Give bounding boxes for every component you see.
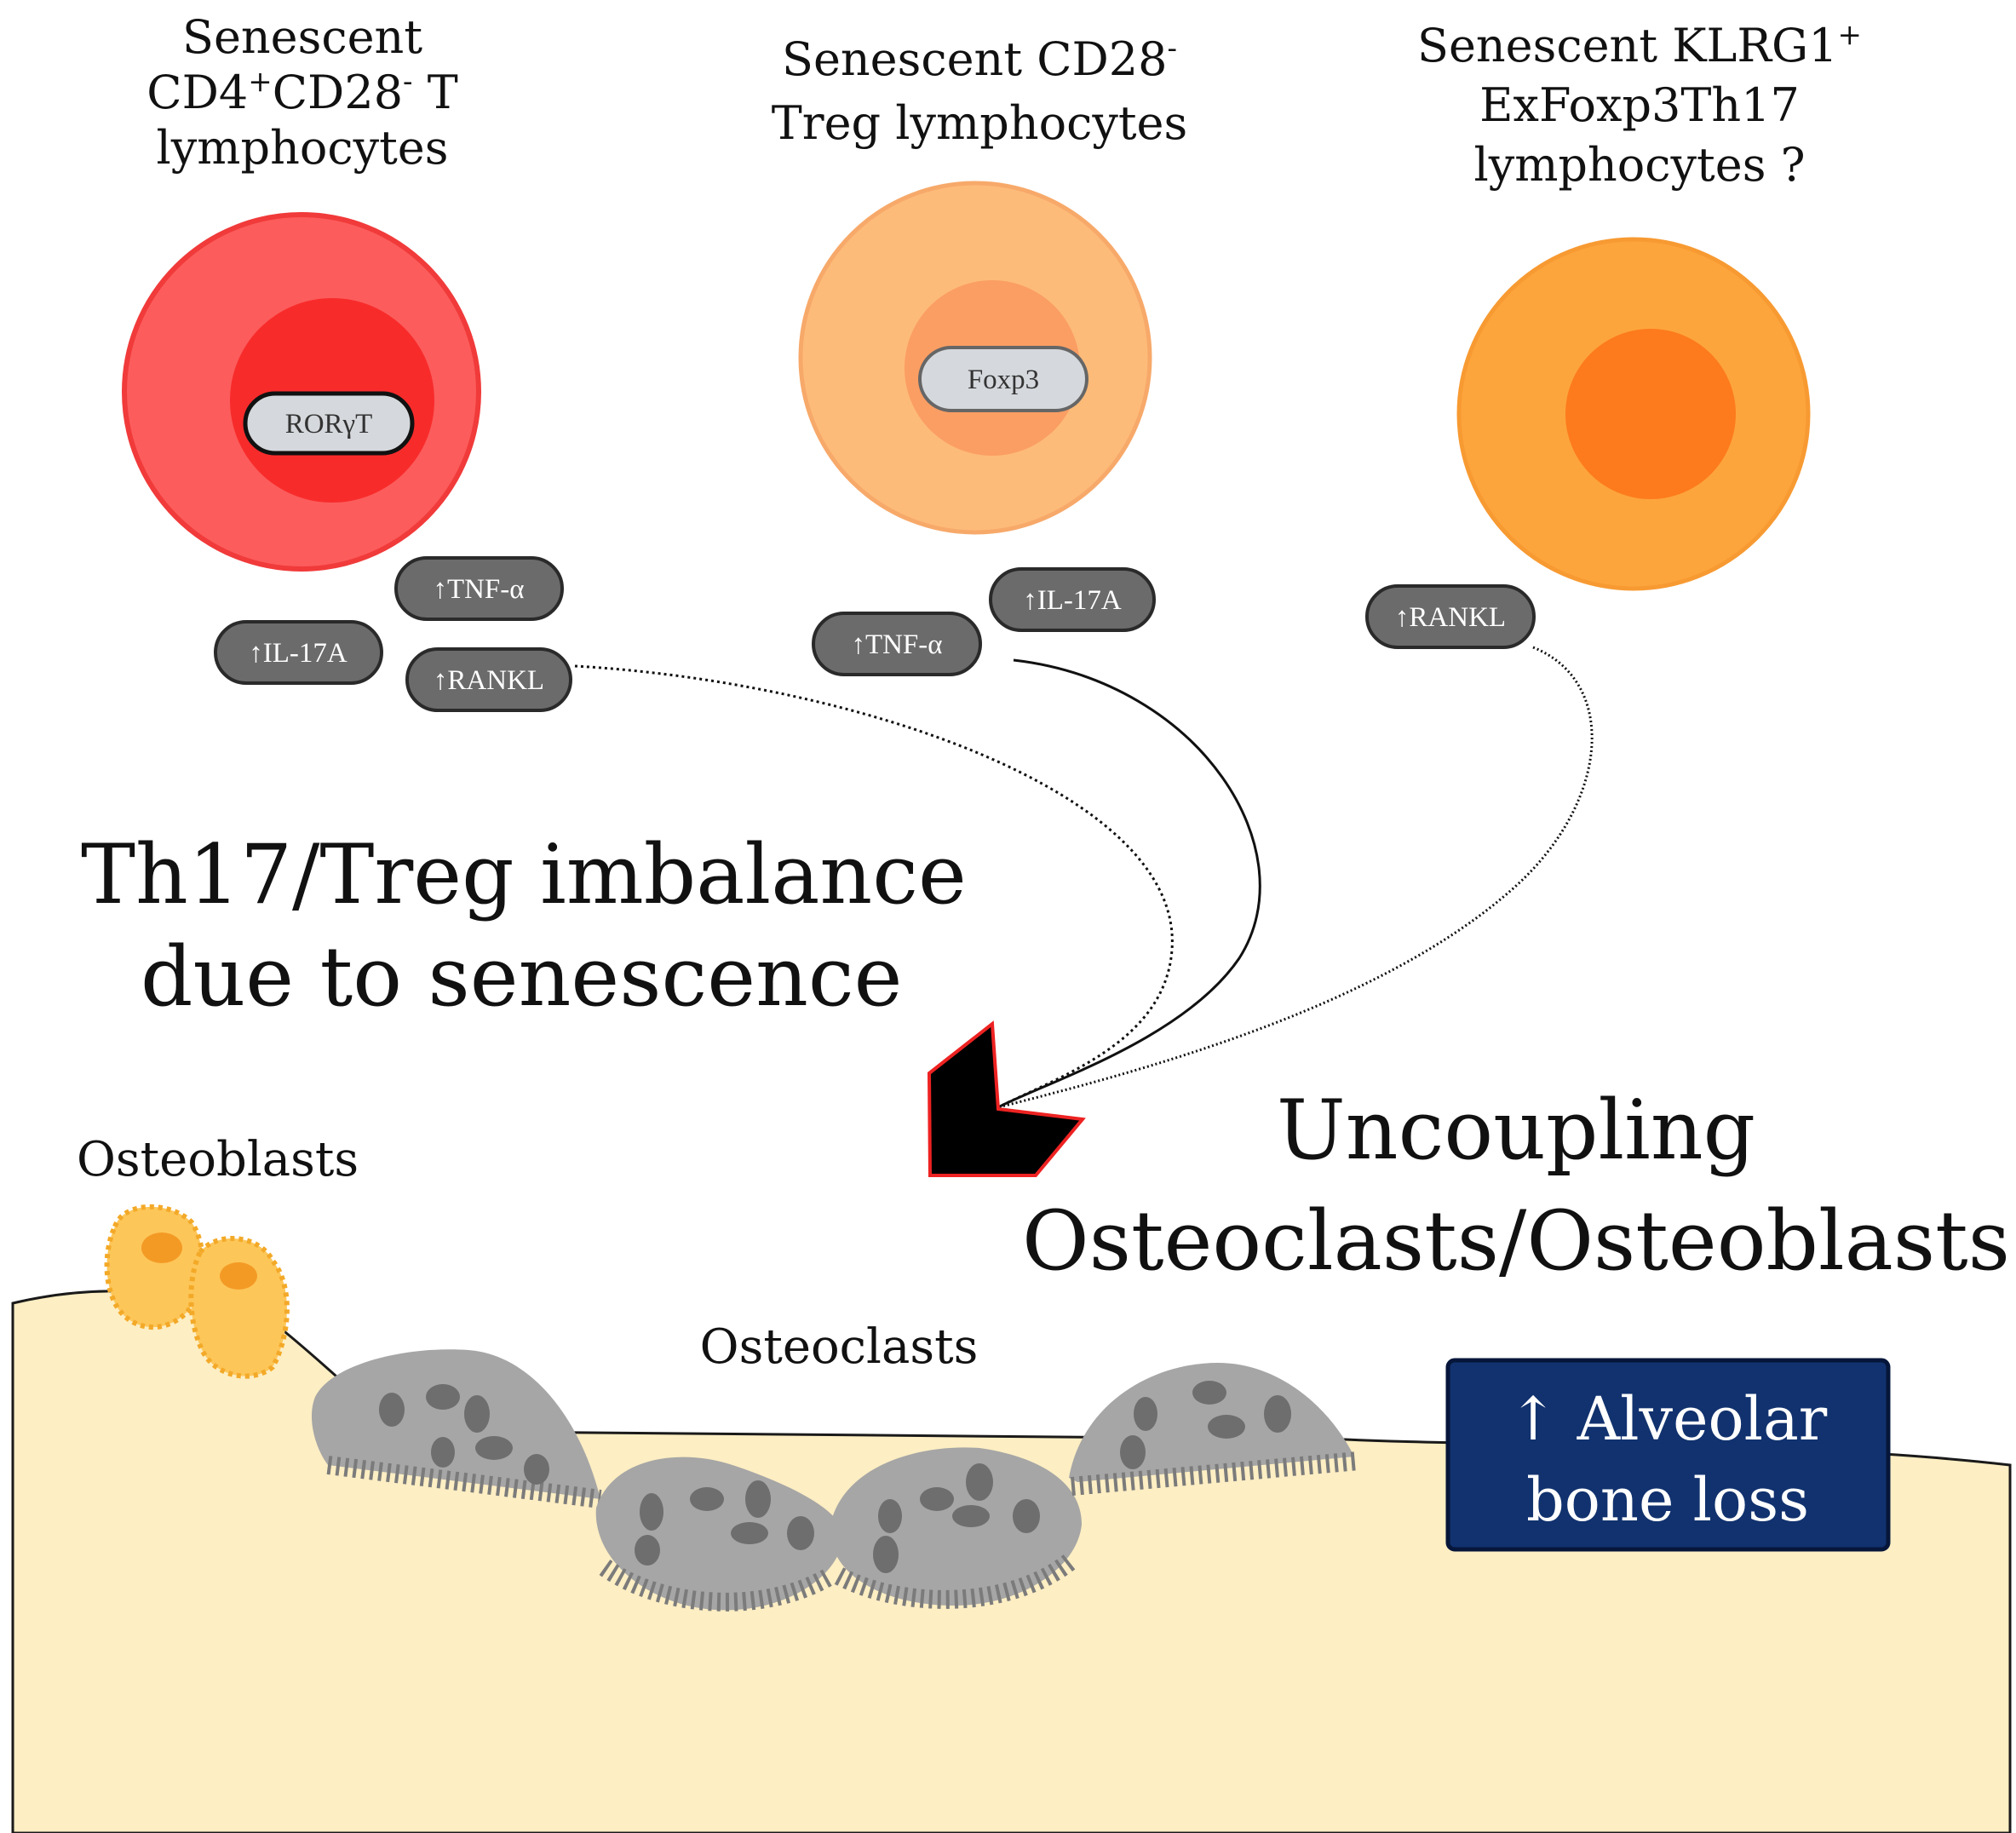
osteoclast-cell — [1069, 1363, 1359, 1496]
marker-label: ↑TNF-α — [851, 629, 942, 660]
marker-label: ↑RANKL — [1395, 602, 1506, 633]
imbalance-label: Th17/Treg imbalance — [81, 827, 967, 922]
cell-nucleus — [1565, 329, 1736, 499]
osteoclast-cell — [595, 1457, 843, 1612]
marker-pill: ↑RANKL — [405, 647, 572, 712]
marker-label: ↑RANKL — [434, 665, 544, 696]
title-line: CD4+CD28- T — [146, 65, 457, 119]
cell-title-exfoxp3th17: Senescent KLRG1+ ExFoxp3Th17 lymphocytes ? — [1417, 18, 1862, 192]
marker-pill: ↑TNF-α — [394, 556, 564, 621]
bone-loss-box — [1445, 1358, 1891, 1552]
nucleus-label: Foxp3 — [968, 365, 1039, 395]
cell-klrg1-exfoxp3th17-lymphocyte — [1456, 237, 1811, 591]
title-line: lymphocytes ? — [1473, 138, 1805, 192]
marker-pill: ↑TNF-α — [812, 612, 982, 676]
title-line: Senescent KLRG1+ — [1417, 18, 1862, 72]
connector-tnf-to-arrow — [997, 658, 1261, 1109]
nucleus-label-box — [918, 346, 1088, 412]
marker-pill: ↑RANKL — [1365, 584, 1536, 649]
cell-cd4-cd28-t-lymphocyte: RORγT — [122, 212, 481, 572]
marker-label: ↑TNF-α — [433, 574, 524, 605]
marker-pill: ↑IL-17A — [989, 567, 1156, 632]
marker-pill: ↑IL-17A — [214, 620, 383, 685]
uncoupling-label: Uncoupling — [1277, 1083, 1755, 1178]
connector-rankl-to-arrow — [574, 664, 1174, 1109]
osteoclast-cell — [311, 1349, 602, 1508]
bone-loss-label-line2: bone loss — [1526, 1465, 1809, 1535]
cell-title-treg: Senescent CD28- Treg lymphocytes — [772, 32, 1187, 150]
nucleus-label-box — [243, 391, 415, 456]
bone-loss-label: ↑ Alveolar — [1508, 1384, 1828, 1454]
osteoblast-cell — [104, 1204, 205, 1330]
title-line: ExFoxp3Th17 — [1479, 78, 1800, 132]
marker-label: ↑IL-17A — [249, 638, 347, 669]
imbalance-label-line2: due to senescence — [141, 929, 902, 1025]
arrow-head — [927, 1020, 1086, 1177]
title-line: Senescent — [182, 10, 422, 64]
osteoblast-cell — [188, 1236, 290, 1379]
title-line: Senescent CD28- — [782, 32, 1177, 86]
osteoclasts-label: Osteoclasts — [700, 1319, 979, 1375]
cell-cd28-treg-lymphocyte: Foxp3 — [798, 181, 1152, 535]
nucleus-label: RORγT — [285, 409, 373, 440]
osteoblasts-label: Osteoblasts — [77, 1132, 359, 1187]
connector-rankl2-to-arrow — [997, 646, 1594, 1109]
title-line: Treg lymphocytes — [772, 96, 1187, 150]
osteoclast-cell — [830, 1447, 1082, 1609]
uncoupling-label-line2: Osteoclasts/Osteoblasts — [1022, 1193, 2010, 1289]
title-line: lymphocytes — [157, 121, 449, 175]
marker-label: ↑IL-17A — [1023, 585, 1122, 616]
